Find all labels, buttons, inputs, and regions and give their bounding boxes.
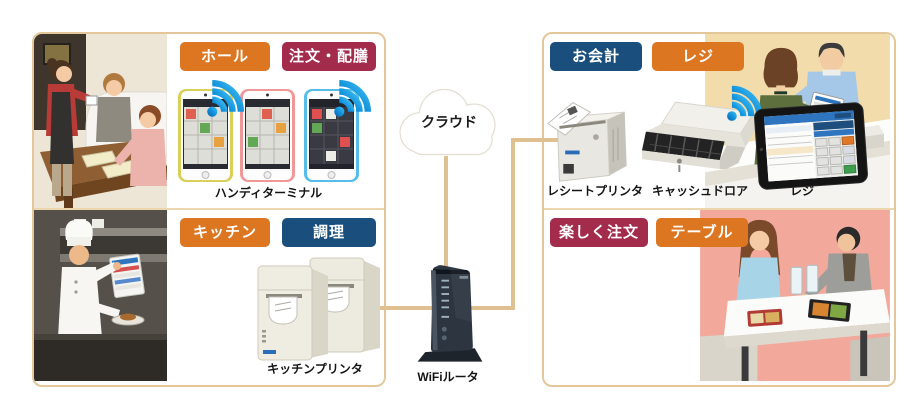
wifi-icon: [204, 74, 250, 120]
handy-terminal: [239, 88, 296, 183]
cloud-shape: クラウド: [391, 82, 507, 162]
badge-kitchen: キッチン: [180, 218, 270, 247]
checkout-table-zone-panel: お会計 レジ レシートプリンタ: [542, 32, 896, 387]
badge-order-serving: 注文・配膳: [282, 42, 376, 71]
cloud-label: クラウド: [421, 114, 477, 130]
badge-table: テーブル: [656, 218, 748, 247]
connector-elbow-vertical: [511, 138, 515, 310]
receipt-printer: [546, 92, 642, 186]
connector-cloud-to-router: [444, 156, 448, 272]
handy-terminal: [303, 88, 360, 183]
badge-register: レジ: [652, 42, 744, 71]
chef-cooking-illustration: [34, 210, 167, 381]
cash-drawer: [642, 98, 760, 182]
hall-kitchen-zone-panel: ホール 注文・配膳: [32, 32, 386, 387]
badge-hall: ホール: [180, 42, 270, 71]
waitress-taking-order-illustration: [34, 34, 167, 208]
couple-ordering-at-table-illustration: [700, 210, 890, 381]
kitchen-printer-label: キッチンプリンタ: [267, 362, 363, 376]
panel-divider: [544, 208, 894, 210]
badge-fun-order: 楽しく注文: [550, 218, 648, 247]
router-label: WiFiルータ: [417, 370, 479, 384]
panel-divider: [34, 208, 384, 210]
badge-checkout: お会計: [550, 42, 642, 71]
connector-router-to-rightpanel: [511, 138, 603, 142]
cash-drawer-label: キャッシュドロア: [651, 184, 748, 198]
badge-cooking: 調理: [282, 218, 376, 247]
register-tablet: [751, 100, 871, 192]
receipt-printer-label: レシートプリンタ: [546, 184, 643, 198]
kitchen-printer: [256, 256, 382, 362]
wifi-router: [410, 262, 490, 366]
wifi-icon: [331, 74, 377, 120]
handy-terminal-label: ハンディターミナル: [214, 186, 323, 200]
handy-terminal: [177, 88, 234, 183]
